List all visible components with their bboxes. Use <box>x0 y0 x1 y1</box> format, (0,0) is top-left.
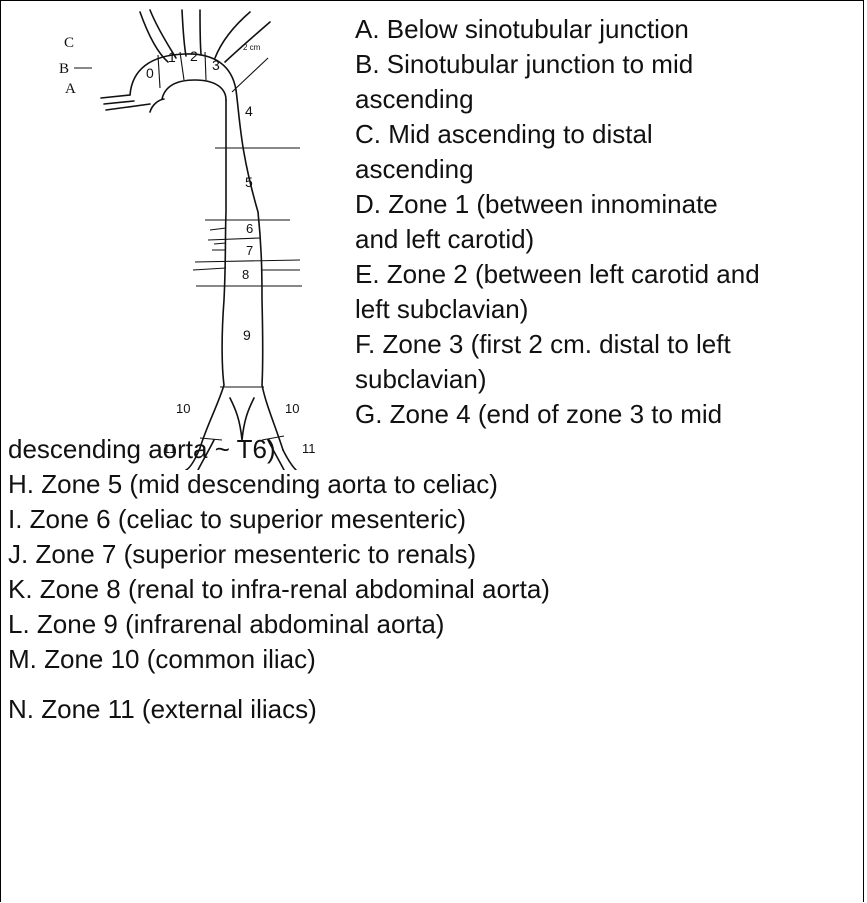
legend-line: H. Zone 5 (mid descending aorta to celia… <box>8 467 498 502</box>
zone-11-right-label: 11 <box>302 441 316 456</box>
label-b: B <box>59 61 69 77</box>
zone-0-label: 0 <box>146 65 154 81</box>
zone-10-right-label: 10 <box>285 401 299 416</box>
legend-line: left subclavian) <box>355 292 528 327</box>
arch-inner-lower <box>150 99 164 112</box>
ascending-stub <box>101 95 150 110</box>
left-subclavian-outline <box>215 12 270 62</box>
zone-boundary-6-7 <box>208 238 260 240</box>
legend-line: E. Zone 2 (between left carotid and <box>355 257 760 292</box>
zone-1-label: 1 <box>168 49 176 65</box>
zone-3-label: 3 <box>212 57 220 73</box>
legend-line: J. Zone 7 (superior mesenteric to renals… <box>8 537 476 572</box>
aorta-zone-diagram: C B A 0 1 2 3 2 cm 4 5 6 7 8 9 10 10 11 … <box>0 0 350 470</box>
arch-divider-3 <box>232 58 268 92</box>
legend-line: D. Zone 1 (between innominate <box>355 187 718 222</box>
arch-divider-1 <box>180 52 184 80</box>
zone-7-label: 7 <box>246 243 253 258</box>
legend-line: N. Zone 11 (external iliacs) <box>8 692 317 727</box>
aorta-left-wall <box>200 100 226 448</box>
zone-2-label: 2 <box>190 48 198 64</box>
legend-line: I. Zone 6 (celiac to superior mesenteric… <box>8 502 466 537</box>
legend-line: C. Mid ascending to distal <box>355 117 653 152</box>
label-c: C <box>64 35 74 51</box>
zone-6-label: 6 <box>246 221 253 236</box>
legend-line: descending aorta ~ T6) <box>8 432 276 467</box>
label-a: A <box>65 81 76 97</box>
arch-divider-0 <box>158 55 160 88</box>
legend-line: ascending <box>355 82 474 117</box>
legend-line: and left carotid) <box>355 222 534 257</box>
legend-line: subclavian) <box>355 362 487 397</box>
legend-line: F. Zone 3 (first 2 cm. distal to left <box>355 327 731 362</box>
legend-line: G. Zone 4 (end of zone 3 to mid <box>355 397 722 432</box>
aortic-arch-inner <box>162 80 226 100</box>
distance-2cm-label: 2 cm <box>243 43 261 52</box>
zone-5-label: 5 <box>245 174 253 190</box>
legend-line: ascending <box>355 152 474 187</box>
legend-line: K. Zone 8 (renal to infra-renal abdomina… <box>8 572 550 607</box>
legend-line: B. Sinotubular junction to mid <box>355 47 693 82</box>
zone-4-label: 4 <box>245 103 253 119</box>
legend-line: A. Below sinotubular junction <box>355 12 689 47</box>
legend-line: M. Zone 10 (common iliac) <box>8 642 316 677</box>
zone-8-label: 8 <box>242 267 249 282</box>
zone-10-left-label: 10 <box>176 401 190 416</box>
zone-9-label: 9 <box>243 327 251 343</box>
legend-line: L. Zone 9 (infrarenal abdominal aorta) <box>8 607 444 642</box>
zone-boundary-7-8 <box>195 260 300 262</box>
